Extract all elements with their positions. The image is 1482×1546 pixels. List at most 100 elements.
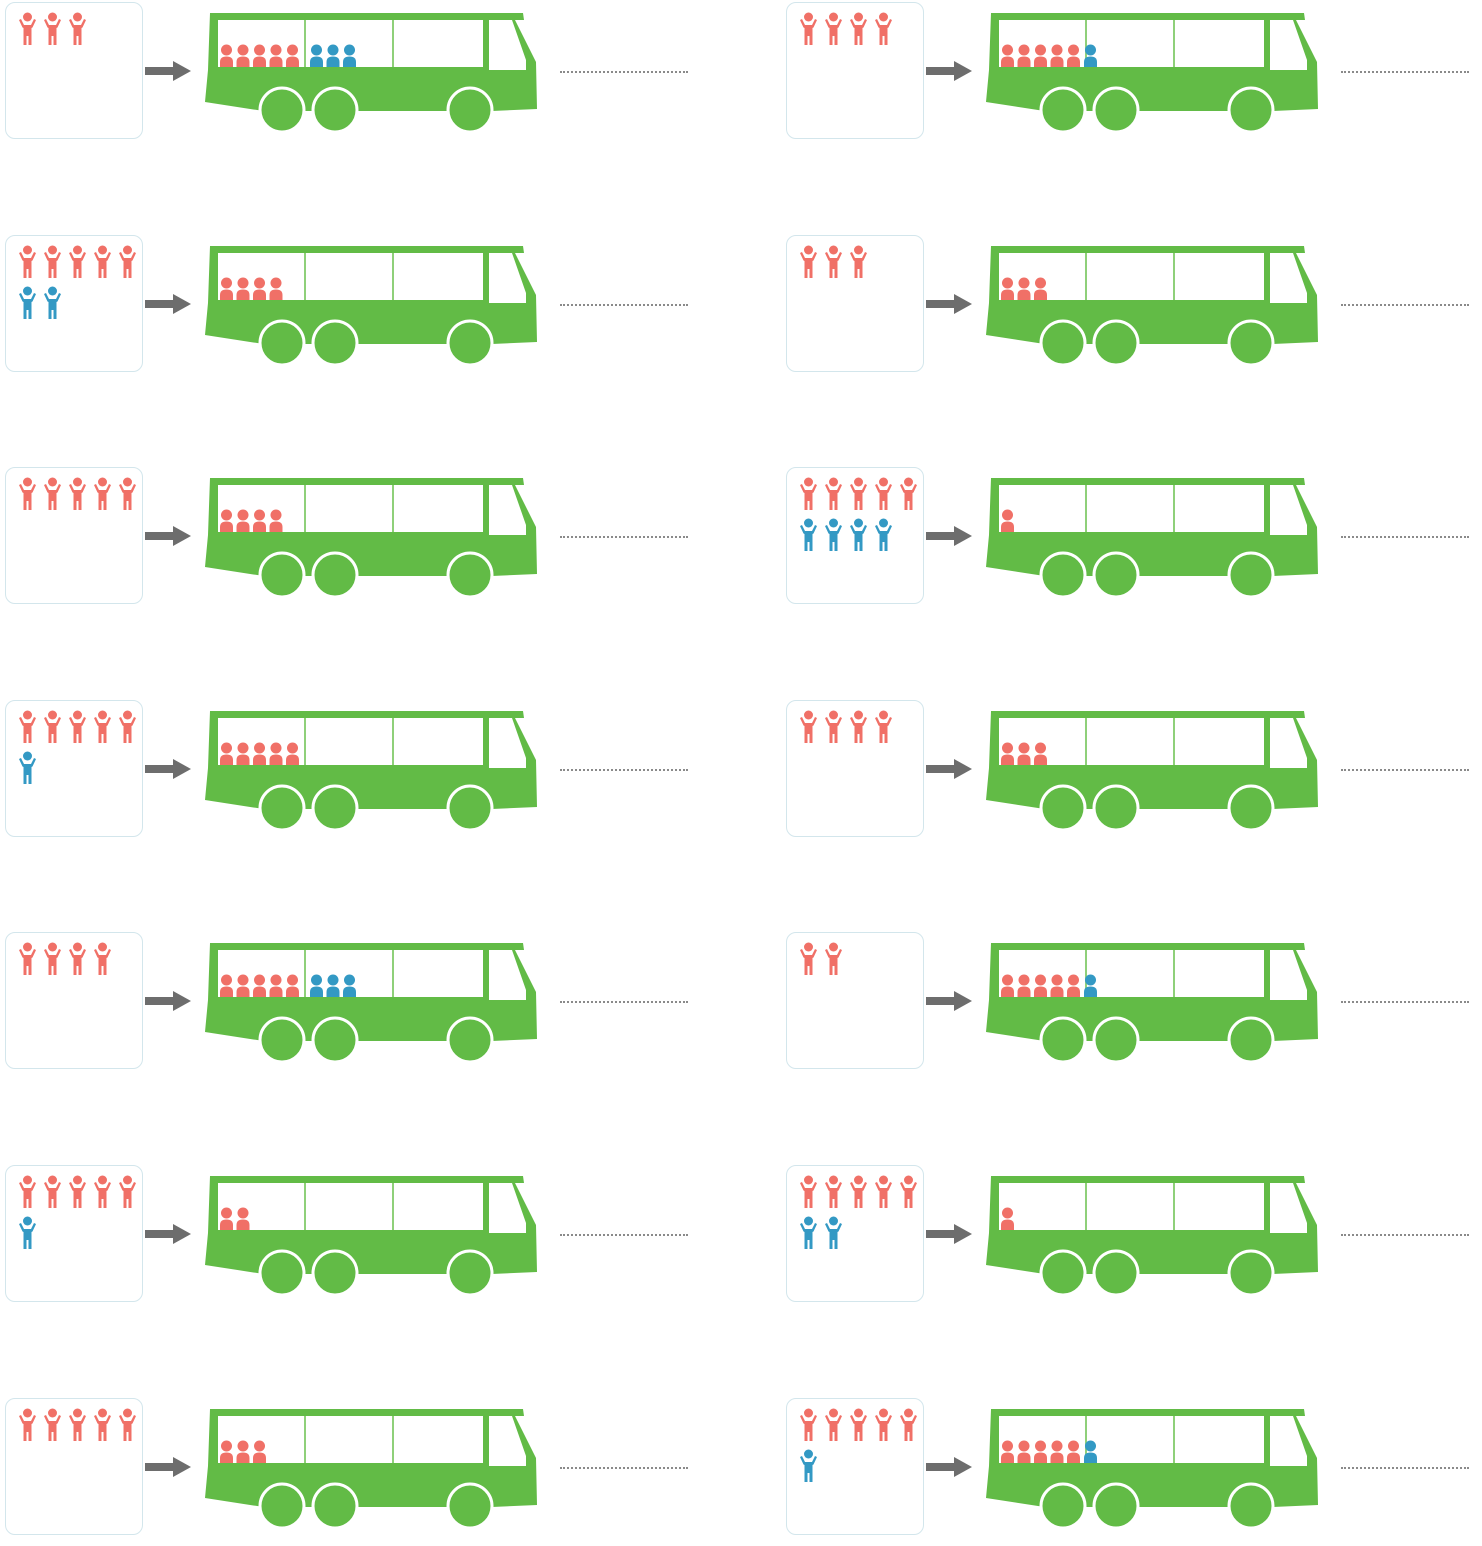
waiting-red-people	[15, 1408, 140, 1442]
answer-line[interactable]	[560, 304, 688, 306]
waiting-red-people	[15, 710, 140, 744]
wheel	[1229, 786, 1273, 830]
wheel	[260, 88, 304, 132]
bus-problem	[781, 1163, 1481, 1313]
answer-line[interactable]	[1341, 1001, 1469, 1003]
wheel	[260, 553, 304, 597]
arrow-right-icon	[145, 526, 191, 546]
wheel	[1094, 321, 1138, 365]
person-arms-up-icon	[115, 477, 140, 511]
person-arms-up-icon	[846, 245, 871, 279]
waiting-red-people	[796, 710, 896, 744]
wheel	[313, 1251, 357, 1295]
answer-line[interactable]	[560, 1467, 688, 1469]
wheel	[448, 321, 492, 365]
bus-stop-box	[5, 235, 143, 372]
person-arms-up-icon	[15, 286, 40, 320]
bus-stop-box	[5, 932, 143, 1069]
person-arms-up-icon	[796, 1408, 821, 1442]
arrow-right-icon	[926, 991, 972, 1011]
waiting-blue-people	[796, 1449, 821, 1483]
bus-problem	[781, 930, 1481, 1080]
waiting-red-people	[15, 245, 140, 279]
person-arms-up-icon	[15, 245, 40, 279]
bus-stop-box	[5, 700, 143, 837]
arrow-right-icon	[926, 61, 972, 81]
person-arms-up-icon	[65, 12, 90, 46]
wheel	[260, 1018, 304, 1062]
bus-stop-box	[786, 235, 924, 372]
bus-problem	[0, 698, 700, 848]
wheel	[313, 88, 357, 132]
answer-line[interactable]	[1341, 1234, 1469, 1236]
person-arms-up-icon	[40, 245, 65, 279]
person-arms-up-icon	[821, 1408, 846, 1442]
person-arms-up-icon	[65, 942, 90, 976]
waiting-red-people	[796, 1408, 921, 1442]
bus-stop-box	[786, 1165, 924, 1302]
wheel	[260, 786, 304, 830]
bus-icon	[200, 243, 540, 368]
person-arms-up-icon	[821, 477, 846, 511]
person-arms-up-icon	[796, 1216, 821, 1250]
wheel	[448, 88, 492, 132]
answer-line[interactable]	[1341, 304, 1469, 306]
answer-line[interactable]	[560, 71, 688, 73]
person-arms-up-icon	[796, 245, 821, 279]
wheel	[448, 1251, 492, 1295]
bus-icon	[200, 940, 540, 1065]
wheel	[313, 553, 357, 597]
wheel	[260, 1251, 304, 1295]
person-arms-up-icon	[871, 1408, 896, 1442]
person-arms-up-icon	[115, 1408, 140, 1442]
wheel	[1094, 1251, 1138, 1295]
bus-problem	[0, 233, 700, 383]
answer-line[interactable]	[1341, 536, 1469, 538]
person-arms-up-icon	[871, 12, 896, 46]
arrow-right-icon	[145, 991, 191, 1011]
bus-problem	[0, 1163, 700, 1313]
person-arms-up-icon	[90, 710, 115, 744]
person-arms-up-icon	[821, 1216, 846, 1250]
answer-line[interactable]	[560, 769, 688, 771]
person-arms-up-icon	[796, 1449, 821, 1483]
arrow-right-icon	[926, 526, 972, 546]
answer-line[interactable]	[1341, 1467, 1469, 1469]
bus-icon	[200, 1173, 540, 1298]
wheel	[260, 321, 304, 365]
wheel	[1094, 1018, 1138, 1062]
bus-problem	[781, 465, 1481, 615]
waiting-red-people	[15, 1175, 140, 1209]
bus-stop-box	[5, 1165, 143, 1302]
answer-line[interactable]	[1341, 71, 1469, 73]
bus-icon	[981, 243, 1321, 368]
wheel	[448, 786, 492, 830]
person-arms-up-icon	[65, 477, 90, 511]
wheel	[313, 786, 357, 830]
wheel	[448, 553, 492, 597]
waiting-red-people	[15, 12, 90, 46]
waiting-blue-people	[796, 518, 896, 552]
wheel	[448, 1484, 492, 1528]
waiting-blue-people	[15, 1216, 40, 1250]
answer-line[interactable]	[560, 1001, 688, 1003]
person-arms-up-icon	[821, 12, 846, 46]
bus-problem	[0, 930, 700, 1080]
bus-icon	[981, 708, 1321, 833]
bus-problem	[781, 698, 1481, 848]
bus-icon	[981, 1406, 1321, 1531]
person-arms-up-icon	[40, 710, 65, 744]
arrow-right-icon	[926, 759, 972, 779]
answer-line[interactable]	[560, 536, 688, 538]
bus-problem	[0, 0, 700, 150]
answer-line[interactable]	[1341, 769, 1469, 771]
wheel	[313, 1018, 357, 1062]
bus-problem	[781, 233, 1481, 383]
wheel	[1041, 88, 1085, 132]
answer-line[interactable]	[560, 1234, 688, 1236]
person-arms-up-icon	[15, 710, 40, 744]
bus-stop-box	[786, 932, 924, 1069]
bus-stop-box	[5, 467, 143, 604]
wheel	[313, 1484, 357, 1528]
